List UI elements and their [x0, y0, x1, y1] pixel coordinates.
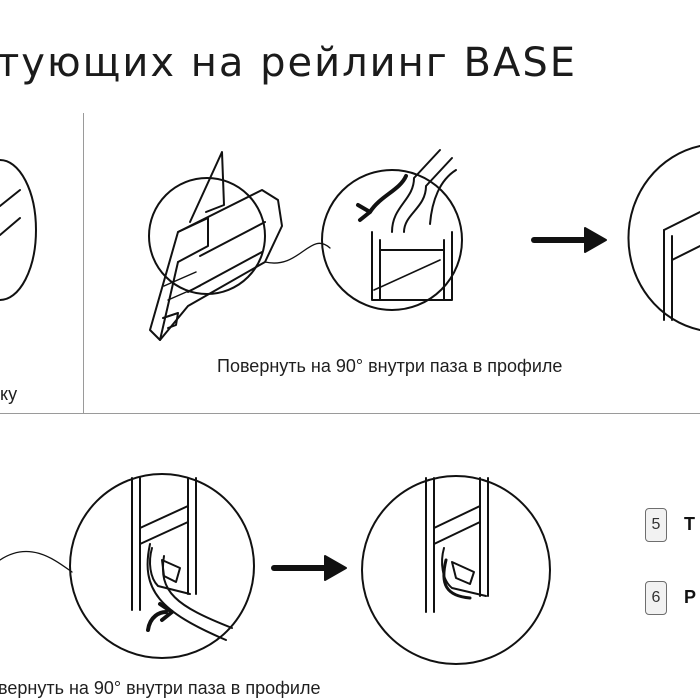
vertical-divider — [83, 113, 84, 413]
arrow-right-icon — [531, 227, 607, 253]
step-label: Р — [684, 587, 697, 607]
caption-rotate-top: Повернуть на 90° внутри паза в профиле — [217, 356, 563, 376]
previous-step-circle — [0, 159, 37, 301]
step-number-badge: 6 — [645, 581, 667, 615]
arrow-right-icon-2 — [271, 555, 347, 581]
zoom-detail-result — [627, 145, 700, 331]
caption-rotate-bottom: вернуть на 90° внутри паза в профиле — [0, 678, 321, 698]
step-number-badge: 5 — [645, 508, 667, 542]
zoom-detail-rotate — [321, 149, 463, 311]
page-title: тующих на рейлинг BASE — [0, 40, 577, 86]
profile-with-hook-drawing — [148, 151, 331, 341]
step-label: Т — [684, 514, 695, 534]
zoom-detail-bottom-result — [361, 475, 551, 665]
partial-caption: ку — [0, 384, 18, 404]
zoom-detail-bottom-rotate — [69, 473, 255, 659]
horizontal-divider — [0, 413, 700, 414]
connector-line — [0, 550, 73, 573]
